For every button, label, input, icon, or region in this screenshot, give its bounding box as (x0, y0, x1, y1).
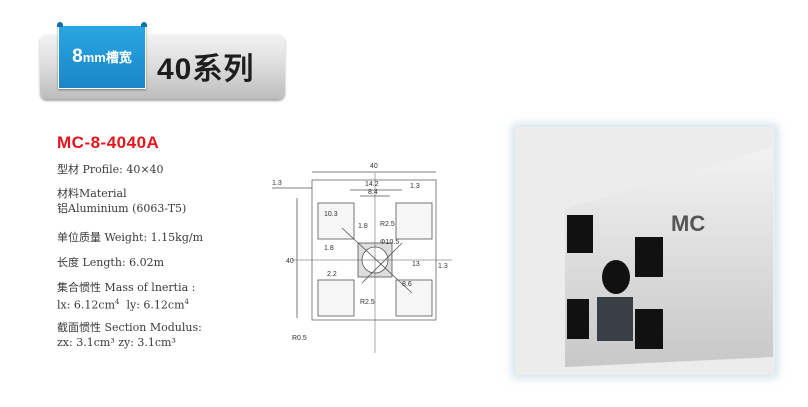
dimension-labels: 40 14.2 8.4 1.3 1.3 10.3 1.8 R2.5 1.8 Φ1… (272, 163, 448, 342)
svg-text:1.8: 1.8 (324, 245, 334, 252)
slot-width-tag: 8mm槽宽 (57, 22, 147, 89)
spec-inertia-label: 集合惯性 Mass of lnertia : (57, 281, 196, 294)
spec-modulus-values: zx: 3.1cm³ zy: 3.1cm³ (57, 336, 176, 349)
spec-inertia-values: lx: 6.12cm4 ly: 6.12cm4 (57, 298, 189, 312)
svg-text:2.2: 2.2 (327, 271, 337, 278)
spec-material-value: 铝Aluminium (6063-T5) (57, 202, 187, 215)
series-title: 40系列 (157, 53, 255, 86)
svg-text:1.3: 1.3 (272, 180, 282, 187)
svg-text:40: 40 (370, 163, 378, 170)
model-number: MC-8-4040A (57, 133, 160, 152)
svg-text:R0.5: R0.5 (292, 335, 307, 342)
product-photo: MC (515, 127, 775, 375)
svg-text:40: 40 (286, 258, 294, 265)
svg-text:Φ10.5: Φ10.5 (380, 239, 399, 246)
svg-text:13: 13 (412, 261, 420, 268)
profile-cross-section-drawing: 40 14.2 8.4 1.3 1.3 10.3 1.8 R2.5 1.8 Φ1… (272, 163, 452, 353)
svg-text:R2.5: R2.5 (380, 221, 395, 228)
spec-material: 材料Material 铝Aluminium (6063-T5) (57, 186, 186, 216)
aluminium-profile-illustration: MC (565, 147, 773, 367)
spec-length: 长度 Length: 6.02m (57, 256, 165, 269)
spec-material-label: 材料Material (57, 187, 127, 200)
svg-text:8.6: 8.6 (402, 281, 412, 288)
spec-profile: 型材 Profile: 40×40 (57, 163, 164, 176)
spec-inertia: 集合惯性 Mass of lnertia : lx: 6.12cm4 ly: 6… (57, 280, 195, 313)
svg-text:14.2: 14.2 (365, 181, 379, 188)
svg-text:1.3: 1.3 (438, 263, 448, 270)
svg-text:1.8: 1.8 (358, 223, 368, 230)
svg-text:1.3: 1.3 (410, 183, 420, 190)
svg-text:R2.5: R2.5 (360, 299, 375, 306)
spec-modulus-label: 截面惯性 Section Modulus: (57, 321, 202, 334)
photo-mc-label: MC (671, 211, 705, 236)
spec-section-modulus: 截面惯性 Section Modulus: zx: 3.1cm³ zy: 3.1… (57, 320, 202, 350)
slot-width-label: 8mm槽宽 (72, 46, 132, 67)
spec-weight: 单位质量 Weight: 1.15kg/m (57, 231, 204, 244)
svg-text:10.3: 10.3 (324, 211, 338, 218)
svg-text:8.4: 8.4 (368, 189, 378, 196)
